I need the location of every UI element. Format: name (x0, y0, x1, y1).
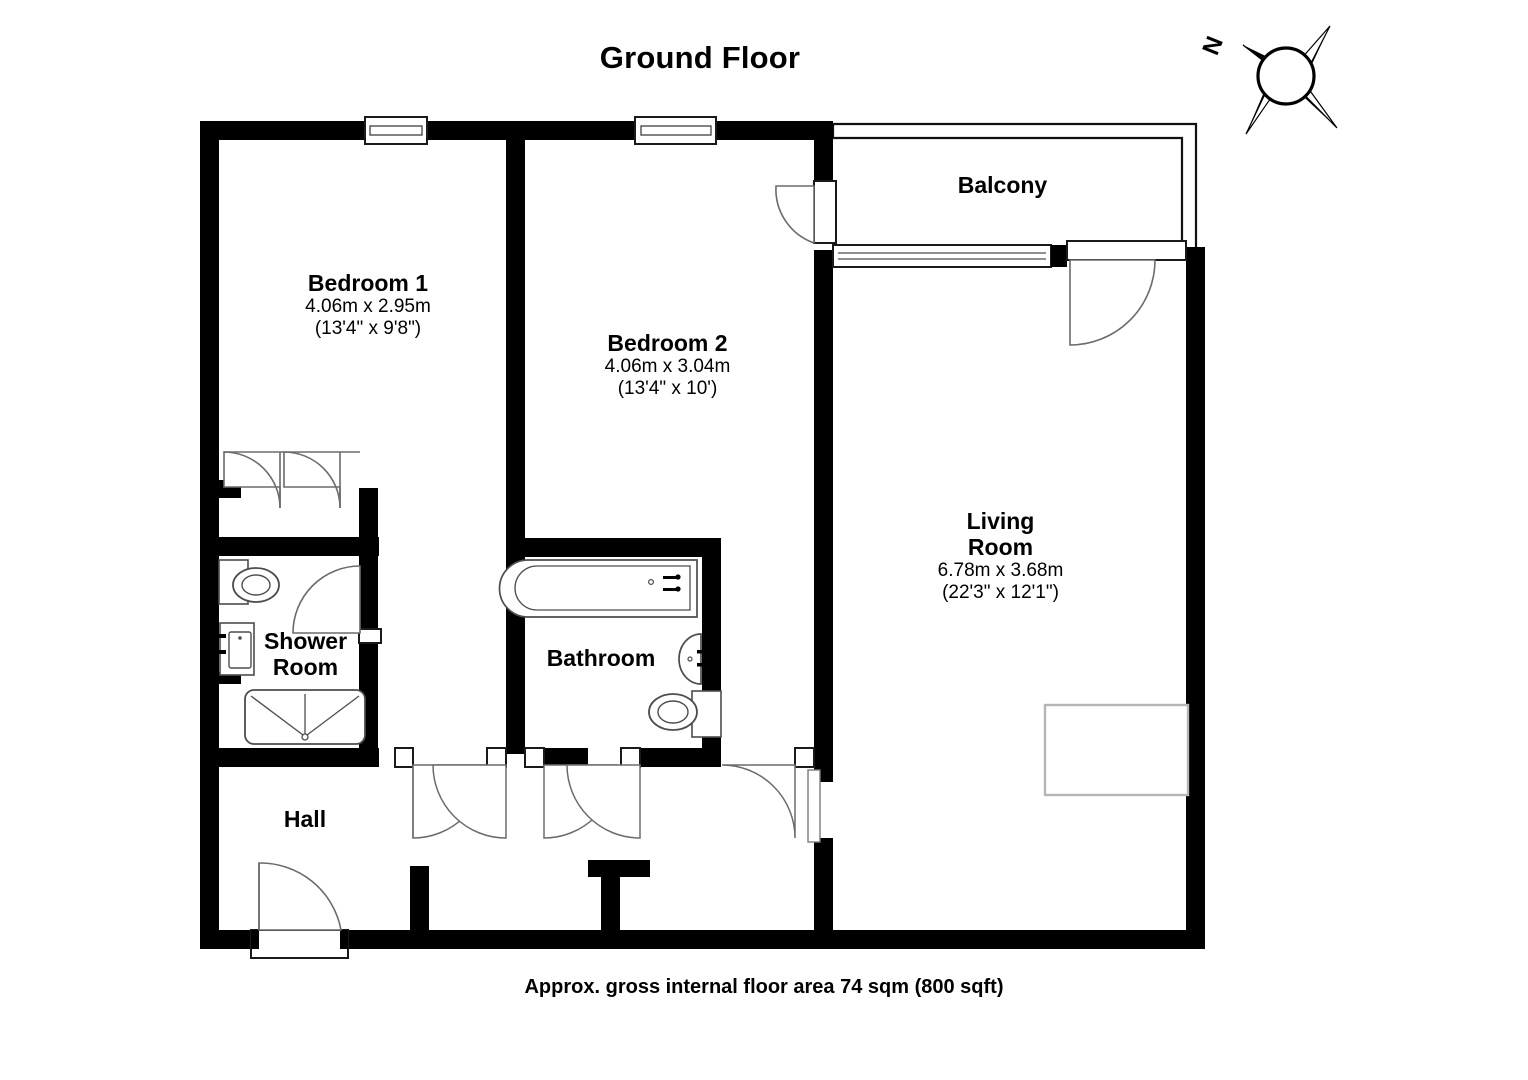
window-bedroom1-north (364, 116, 428, 145)
room-imperial-bedroom1: (13'4" x 9'8") (314, 317, 422, 339)
floor-area-note: Approx. gross internal floor area 74 sqm… (524, 976, 1004, 998)
north-arrow (1242, 25, 1338, 135)
door-balcony-living (1066, 240, 1187, 346)
wash-basin-shower-room (219, 622, 255, 676)
room-label-bathroom: Bathroom (522, 645, 680, 671)
room-imperial-bedroom2: (13'4" x 10') (617, 377, 718, 399)
walls-hall (410, 860, 650, 930)
room-name-shower-room: Shower Room (263, 628, 348, 681)
room-metric-bedroom2: 4.06m x 3.04m (604, 356, 731, 378)
door-entrance-hall (250, 862, 349, 959)
door-shower-inner (292, 565, 382, 644)
wash-basin-bathroom (678, 633, 711, 685)
page-title: Ground Floor (599, 40, 801, 75)
door-hall-bedroom1 (432, 747, 507, 839)
room-name-balcony: Balcony (957, 172, 1048, 198)
wall-living-divider (814, 250, 833, 933)
room-label-living-room: Living Room 6.78m x 3.68m (22'3" x 12'1"… (888, 508, 1113, 604)
room-name-hall: Hall (283, 806, 327, 832)
sliding-door-living-balcony (832, 244, 1067, 268)
exterior-walls (200, 121, 1205, 949)
wardrobe-bedroom1 (219, 451, 379, 556)
window-bedroom2-north (634, 116, 717, 145)
radiator-living-room (1043, 703, 1190, 797)
room-label-hall: Hall (255, 806, 355, 832)
room-name-bedroom1: Bedroom 1 (307, 270, 429, 296)
door-hall-living (721, 747, 821, 843)
room-metric-bedroom1: 4.06m x 2.95m (305, 296, 431, 318)
room-label-bedroom2: Bedroom 2 4.06m x 3.04m (13'4" x 10') (545, 330, 790, 400)
room-name-living-room: Living Room (966, 508, 1035, 561)
door-bedroom2-balcony (775, 180, 837, 245)
room-label-balcony: Balcony (900, 172, 1105, 198)
room-name-bedroom2: Bedroom 2 (607, 330, 728, 356)
room-metric-living-room: 6.78m x 3.68m (937, 560, 1064, 582)
door-hall-bathroom (566, 747, 641, 839)
bathtub (498, 559, 698, 618)
room-label-bedroom1: Bedroom 1 4.06m x 2.95m (13'4" x 9'8") (248, 270, 488, 340)
toilet-shower-room (218, 559, 280, 605)
room-name-bathroom: Bathroom (546, 645, 656, 671)
room-label-shower-room: Shower Room (237, 628, 374, 680)
toilet-bathroom (648, 690, 722, 738)
room-imperial-living-room: (22'3" x 12'1") (942, 582, 1059, 604)
shower-tray (244, 689, 366, 745)
